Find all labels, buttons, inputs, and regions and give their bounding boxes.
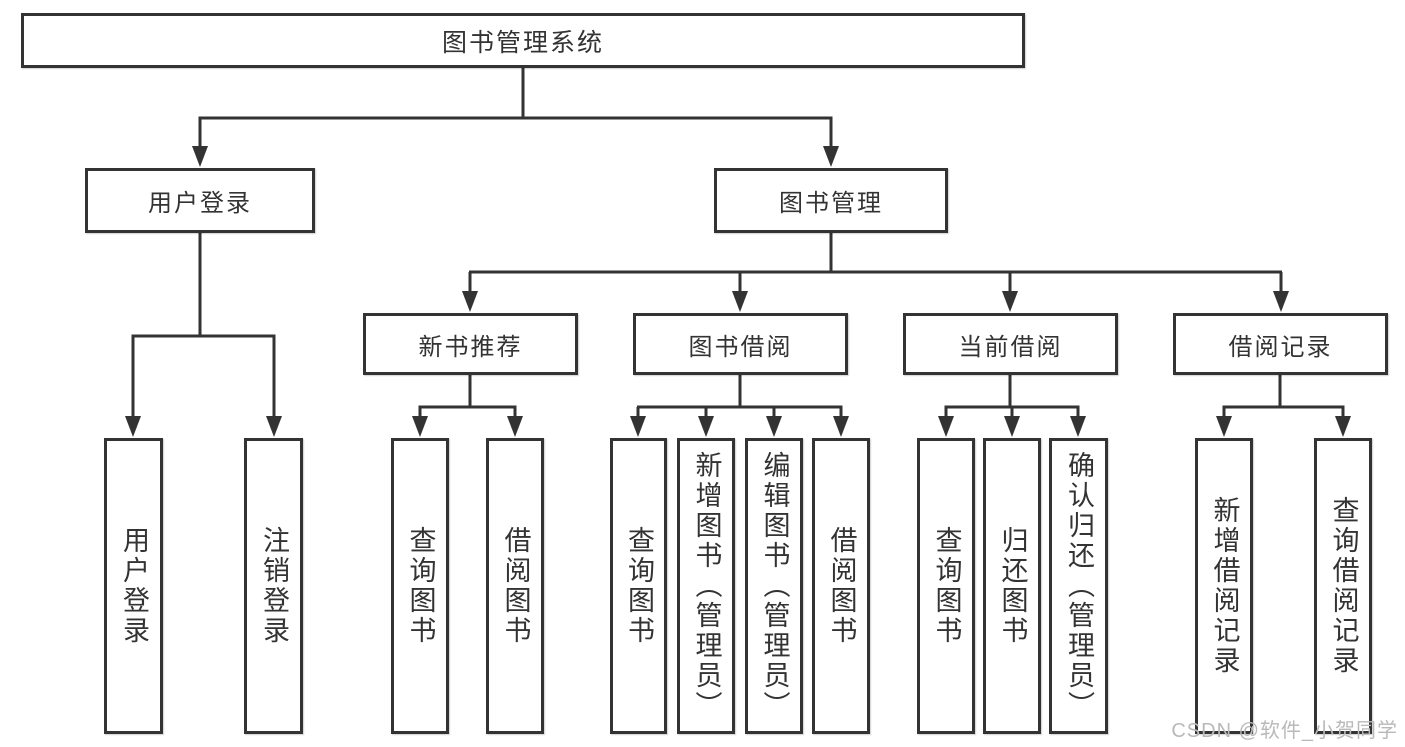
node-logout-leaf: 注销登录 (244, 438, 303, 734)
node-add-borrow-record: 新增借阅记录 (1195, 438, 1253, 734)
node-confirm-return-admin: 确认归还（管理员） (1049, 438, 1108, 734)
node-add-books-admin: 新增图书（管理员） (677, 438, 735, 734)
node-book-management: 图书管理 (714, 168, 948, 233)
node-query-books-borrowing: 查询图书 (610, 438, 667, 734)
watermark: CSDN @软件_小贺同学 (1171, 720, 1398, 742)
node-new-book-recommend: 新书推荐 (363, 313, 578, 375)
connector-lines (131, 68, 1345, 421)
node-query-books-current: 查询图书 (917, 438, 975, 734)
node-borrow-books-leaf: 借阅图书 (812, 438, 870, 734)
node-book-borrowing: 图书借阅 (633, 313, 848, 375)
node-user-login: 用户登录 (85, 168, 315, 233)
node-query-books-recommend: 查询图书 (391, 438, 449, 734)
node-borrow-books-recommend: 借阅图书 (486, 438, 544, 734)
node-edit-books-admin: 编辑图书（管理员） (745, 438, 803, 734)
node-return-books: 归还图书 (983, 438, 1041, 734)
node-query-borrow-record: 查询借阅记录 (1314, 438, 1372, 734)
node-borrowing-records: 借阅记录 (1173, 313, 1388, 375)
arrowheads (125, 146, 1351, 437)
node-user-login-leaf: 用户登录 (104, 438, 163, 734)
node-current-borrowing: 当前借阅 (903, 313, 1118, 375)
node-library-system: 图书管理系统 (21, 13, 1025, 68)
